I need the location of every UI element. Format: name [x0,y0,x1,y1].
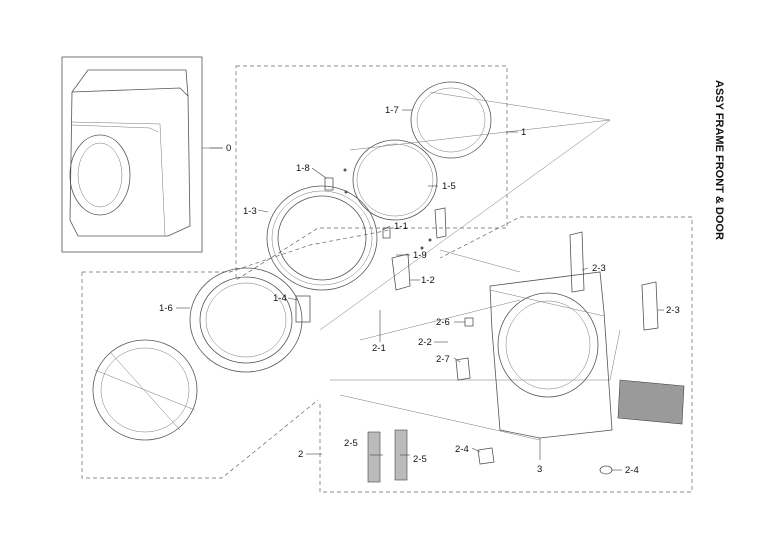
label-2-1: 2-1 [372,343,386,354]
label-3: 3 [537,464,542,475]
part-1-3-door-frame [266,185,378,291]
label-2-4-a: 2-4 [455,444,469,455]
label-1-4: 1-4 [273,293,287,304]
hardware-parts-1 [295,168,447,323]
door-outer-bowl [92,339,198,441]
label-2-6: 2-6 [436,317,450,328]
label-2-5-b: 2-5 [413,454,427,465]
label-1-2: 1-2 [421,275,435,286]
label-2-2: 2-2 [418,337,432,348]
part-1-5-ring [352,139,438,221]
label-2-3-a: 2-3 [592,263,606,274]
side-panel [617,379,685,425]
label-2-4-b: 2-4 [625,465,639,476]
label-1-3: 1-3 [243,206,257,217]
label-1-8: 1-8 [296,163,310,174]
part-2-5-strips [367,429,408,483]
hardware-parts-2 [455,317,613,475]
part-1-7-door-glass [410,81,492,159]
door-assembly-boundary [81,229,391,479]
part-3-front-frame [489,271,613,460]
label-2-7: 2-7 [436,354,450,365]
label-1-1: 1-1 [394,221,408,232]
alignment-lines [319,91,621,441]
label-1-5: 1-5 [442,181,456,192]
assembly-1-boundary [235,65,508,281]
leader-lines [176,109,664,471]
label-1-7: 1-7 [385,105,399,116]
diagram-title: ASSY FRAME FRONT & DOOR [713,80,725,240]
label-2-3-b: 2-3 [666,305,680,316]
assembly-0-complete-unit [61,56,222,253]
label-1-9: 1-9 [413,250,427,261]
label-2: 2 [298,449,303,460]
label-0: 0 [226,143,231,154]
part-1-6-door-cover [189,267,303,373]
label-1: 1 [521,127,526,138]
label-2-5-a: 2-5 [344,438,358,449]
label-1-6: 1-6 [159,303,173,314]
assembly-2-boundary [319,216,693,493]
part-2-3-brackets [569,231,659,331]
